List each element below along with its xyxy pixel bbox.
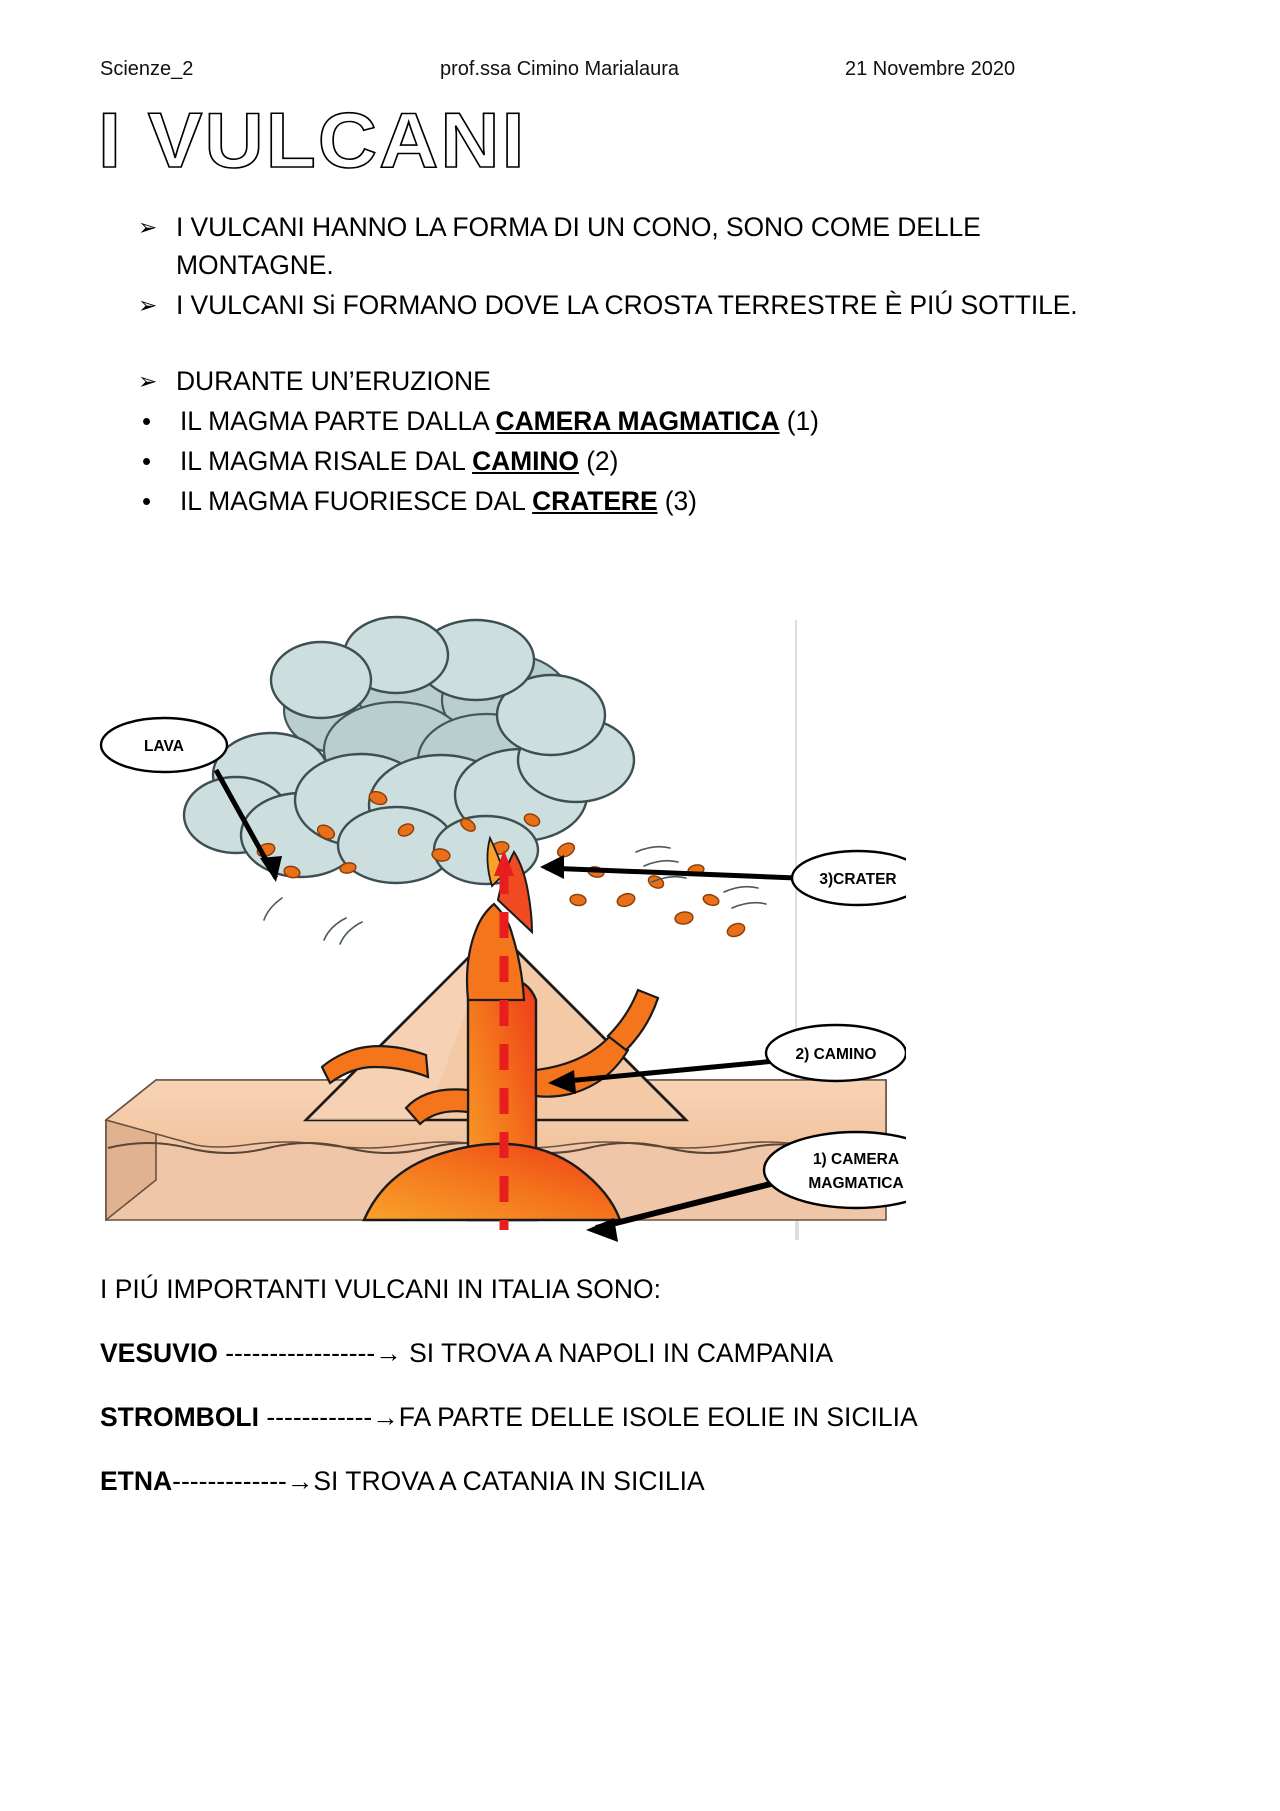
title-outline-art: I VULCANI	[97, 97, 526, 179]
callout-label-crater: 3)CRATER	[819, 871, 896, 888]
bullet-list: ➢ I VULCANI HANNO LA FORMA DI UN CONO, S…	[138, 208, 1138, 522]
callout-lava: LAVA	[99, 716, 282, 882]
footer-entry-0: VESUVIO -----------------→ SI TROVA A NA…	[100, 1338, 834, 1368]
page-header: Scienze_2 prof.ssa Cimino Marialaura 21 …	[100, 58, 1180, 88]
list-item-text-3: IL MAGMA PARTE DALLA CAMERA MAGMATICA (1…	[180, 406, 819, 436]
header-teacher: prof.ssa Cimino Marialaura	[440, 58, 679, 80]
motion-lines	[263, 845, 767, 945]
list-item-text-2: DURANTE UN’ERUZIONE	[176, 366, 491, 396]
callout-label-camera-line1: 1) CAMERA	[813, 1151, 899, 1168]
list-item: • IL MAGMA FUORIESCE DAL CRATERE (3)	[138, 482, 1138, 520]
callout-label-lava: LAVA	[144, 738, 184, 755]
header-subject: Scienze_2	[100, 58, 194, 80]
callout-crater: 3)CRATER	[540, 849, 906, 907]
ash-cloud	[182, 615, 636, 886]
arrow-bullet-icon: ➢	[138, 368, 158, 394]
callout-label-camino: 2) CAMINO	[796, 1046, 877, 1063]
list-item: ➢ DURANTE UN’ERUZIONE	[138, 362, 1138, 400]
footer-text-block: I PIÚ IMPORTANTI VULCANI IN ITALIA SONO:…	[100, 1272, 1180, 1528]
volcano-diagram: LAVA 3)CRATER 2) CAMINO 1) CA	[96, 600, 906, 1260]
list-item-text-1: I VULCANI Si FORMANO DOVE LA CROSTA TERR…	[176, 290, 1078, 320]
svg-text:I VULCANI: I VULCANI	[98, 97, 526, 179]
dot-bullet-icon: •	[142, 446, 152, 476]
list-item: ➢ I VULCANI Si FORMANO DOVE LA CROSTA TE…	[138, 286, 1138, 324]
arrow-bullet-icon: ➢	[138, 214, 158, 240]
list-item: ➢ I VULCANI HANNO LA FORMA DI UN CONO, S…	[138, 208, 1138, 284]
callout-camino: 2) CAMINO	[548, 1023, 906, 1094]
footer-entry-1: STROMBOLI ------------→FA PARTE DELLE IS…	[100, 1402, 918, 1432]
footer-intro: I PIÚ IMPORTANTI VULCANI IN ITALIA SONO:	[100, 1274, 662, 1304]
header-date: 21 Novembre 2020	[845, 58, 1016, 80]
dot-bullet-icon: •	[142, 486, 152, 516]
list-item-text-0: I VULCANI HANNO LA FORMA DI UN CONO, SON…	[176, 212, 981, 280]
list-item: • IL MAGMA RISALE DAL CAMINO (2)	[138, 442, 1138, 480]
conduit-dashed-line	[494, 850, 514, 1230]
callout-label-camera-line2: MAGMATICA	[808, 1175, 903, 1192]
list-item-text-5: IL MAGMA FUORIESCE DAL CRATERE (3)	[180, 486, 697, 516]
list-item: • IL MAGMA PARTE DALLA CAMERA MAGMATICA …	[138, 402, 1138, 440]
callout-camera-magmatica: 1) CAMERA MAGMATICA	[586, 1130, 906, 1242]
footer-entry-2: ETNA-------------→SI TROVA A CATANIA IN …	[100, 1466, 705, 1496]
arrow-bullet-icon: ➢	[138, 292, 158, 318]
page-title: I VULCANI	[96, 97, 616, 179]
list-spacer	[138, 326, 1138, 362]
dot-bullet-icon: •	[142, 406, 152, 436]
list-item-text-4: IL MAGMA RISALE DAL CAMINO (2)	[180, 446, 619, 476]
lava-fragments	[256, 790, 746, 938]
